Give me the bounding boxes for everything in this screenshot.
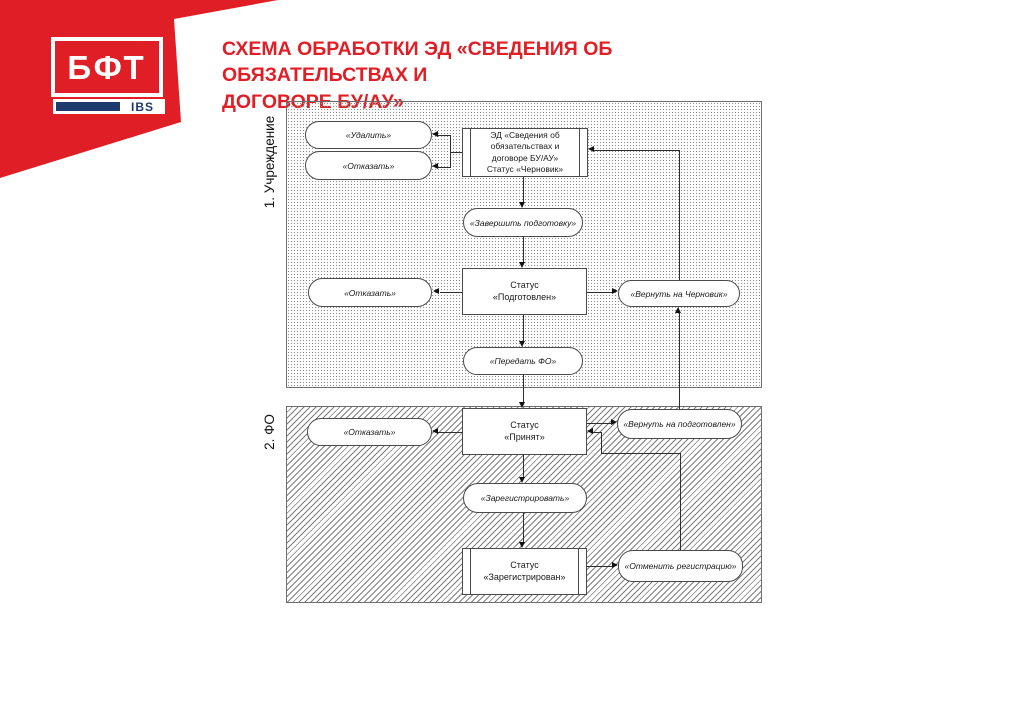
node-peredat-fo-label: «Передать ФО» <box>489 356 557 366</box>
connector-line <box>440 292 462 293</box>
connector-line <box>450 135 451 167</box>
connector-line <box>523 513 524 542</box>
logo-strip: IBS <box>53 99 165 114</box>
arrowhead <box>519 477 525 483</box>
node-ed-line2: обязательствах и <box>490 141 560 152</box>
node-status-prinyat-line1: Статус <box>510 419 539 430</box>
node-status-zaregistrirovan-line2: «Зарегистрирован» <box>483 571 566 582</box>
node-ed-chernovik: ЭД «Сведения об обязательствах и договор… <box>462 128 588 177</box>
node-zaregistrirovat-label: «Зарегистрировать» <box>480 493 570 503</box>
arrowhead <box>519 202 525 208</box>
connector-line <box>450 152 462 153</box>
arrowhead <box>612 288 618 294</box>
connector-line <box>523 455 524 477</box>
connector-line <box>594 150 679 151</box>
ibs-logo-text: IBS <box>130 99 154 114</box>
node-zavershit-podgotovku: «Завершить подготовку» <box>463 208 583 237</box>
node-status-prinyat-line2: «Принят» <box>504 431 545 442</box>
node-vernut-na-chernovik: «Вернуть на Черновик» <box>618 280 740 307</box>
arrowhead <box>519 341 525 347</box>
node-otkazat-3-label: «Отказать» <box>343 427 396 437</box>
arrowhead <box>519 262 525 268</box>
arrowhead <box>675 307 681 313</box>
node-status-zaregistrirovan: Статус «Зарегистрирован» <box>462 548 587 595</box>
connector-line <box>679 150 680 280</box>
connector-line <box>438 167 451 168</box>
lane-fo-label: 2. ФО <box>262 414 277 450</box>
node-zaregistrirovat: «Зарегистрировать» <box>463 483 587 513</box>
node-status-zaregistrirovan-line1: Статус <box>510 559 539 570</box>
node-otkazat-3: «Отказать» <box>307 418 432 446</box>
arrowhead <box>587 428 593 434</box>
arrowhead <box>611 419 617 425</box>
node-otkazat-2-label: «Отказать» <box>344 287 396 298</box>
lane-uchrezhdenie-label: 1. Учреждение <box>262 115 277 209</box>
bft-logo: БФТ <box>51 37 163 97</box>
node-otmenit-registratsiyu-label: «Отменить регистрацию» <box>624 561 737 571</box>
node-zavershit-label: «Завершить подготовку» <box>469 217 577 228</box>
connector-line <box>523 177 524 202</box>
node-otkazat-1-label: «Отказать» <box>342 160 395 171</box>
node-ed-line4: Статус «Черновик» <box>486 163 564 174</box>
node-otkazat-2: «Отказать» <box>308 278 432 307</box>
bft-logo-text: БФТ <box>67 48 147 86</box>
node-status-prinyat: Статус «Принят» <box>462 408 587 455</box>
connector-line <box>680 453 681 550</box>
arrowhead <box>519 542 525 548</box>
connector-line <box>679 313 680 409</box>
node-otmenit-registratsiyu: «Отменить регистрацию» <box>618 550 743 582</box>
node-vernut-na-podgotovlen-label: «Вернуть на подготовлен» <box>623 419 736 429</box>
node-status-podgotovlen-line1: Статус <box>510 279 539 290</box>
arrowhead <box>432 131 438 137</box>
connector-line <box>523 375 524 402</box>
arrowhead <box>432 428 438 434</box>
arrowhead <box>612 562 618 568</box>
node-ed-line3: договоре БУ/АУ» <box>491 152 559 163</box>
connector-line <box>601 432 602 453</box>
node-peredat-fo: «Передать ФО» <box>463 347 583 375</box>
node-vernut-na-podgotovlen: «Вернуть на подготовлен» <box>617 409 742 439</box>
connector-line <box>587 423 611 424</box>
arrowhead <box>519 402 525 408</box>
node-udalit: «Удалить» <box>305 121 432 149</box>
connector-line <box>523 315 524 341</box>
connector-line <box>601 453 680 454</box>
logo-bar <box>56 102 120 111</box>
arrowhead <box>588 146 594 152</box>
connector-line <box>523 237 524 262</box>
node-status-podgotovlen-line2: «Подготовлен» <box>492 291 557 302</box>
node-status-podgotovlen: Статус «Подготовлен» <box>462 268 587 315</box>
connector-line <box>593 432 601 433</box>
arrowhead <box>432 163 438 169</box>
node-otkazat-1: «Отказать» <box>305 151 432 180</box>
node-vernut-na-chernovik-label: «Вернуть на Черновик» <box>630 288 728 299</box>
connector-line <box>438 432 462 433</box>
arrowhead <box>433 288 439 294</box>
node-udalit-label: «Удалить» <box>345 130 392 140</box>
node-ed-line1: ЭД «Сведения об <box>490 130 560 141</box>
slide-title-line1: СХЕМА ОБРАБОТКИ ЭД «СВЕДЕНИЯ ОБ ОБЯЗАТЕЛ… <box>222 38 613 87</box>
connector-line <box>587 292 612 293</box>
connector-line <box>587 566 612 567</box>
connector-line <box>438 135 451 136</box>
